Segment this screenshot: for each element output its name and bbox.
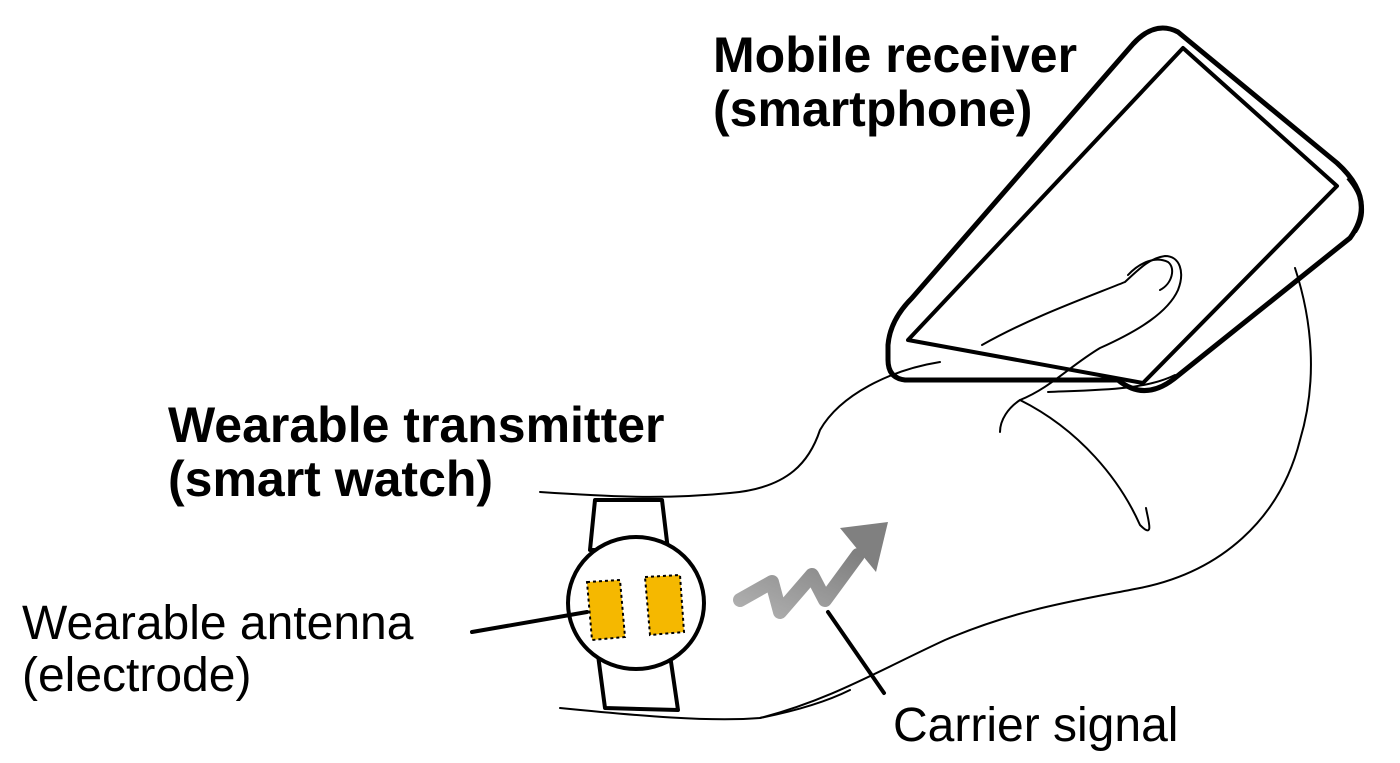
watch-face (566, 535, 706, 671)
electrode-right (643, 573, 686, 637)
antenna-electrodes (585, 573, 686, 642)
carrier-signal-line1: Carrier signal (893, 699, 1179, 752)
wavy-arrow-icon (733, 522, 888, 619)
hand-outline (539, 255, 1312, 721)
mobile-receiver-line2: (smartphone) (713, 81, 1033, 137)
thumbnail (1127, 258, 1174, 291)
wearable-antenna-label: Wearable antenna (electrode) (22, 598, 413, 702)
wearable-antenna-line2: (electrode) (22, 648, 252, 702)
wearable-transmitter-label: Wearable transmitter (smart watch) (168, 398, 664, 506)
mobile-receiver-label: Mobile receiver (smartphone) (713, 28, 1077, 136)
hand-bottom-contour (559, 267, 1312, 721)
wrist-crease (759, 689, 851, 719)
antenna-leader (470, 610, 589, 634)
palm-contour (1047, 374, 1176, 393)
signal-arrowhead (840, 522, 888, 572)
smartphone-screen (906, 46, 1339, 385)
wearable-antenna-line1: Wearable antenna (22, 597, 414, 650)
leader-lines (470, 610, 886, 695)
palm-heel (1019, 399, 1151, 532)
smartphone-edge (1346, 176, 1364, 234)
electrode-left (585, 578, 627, 642)
wearable-transmitter-line2: (smart watch) (168, 451, 494, 507)
carrier-signal-label: Carrier signal (893, 700, 1178, 752)
carrier-leader (826, 610, 886, 695)
wearable-transmitter-line1: Wearable transmitter (168, 397, 665, 453)
mobile-receiver-line1: Mobile receiver (713, 27, 1078, 83)
smartphone-icon (885, 25, 1364, 393)
thumb (981, 255, 1183, 433)
hand-top-contour (539, 361, 941, 498)
